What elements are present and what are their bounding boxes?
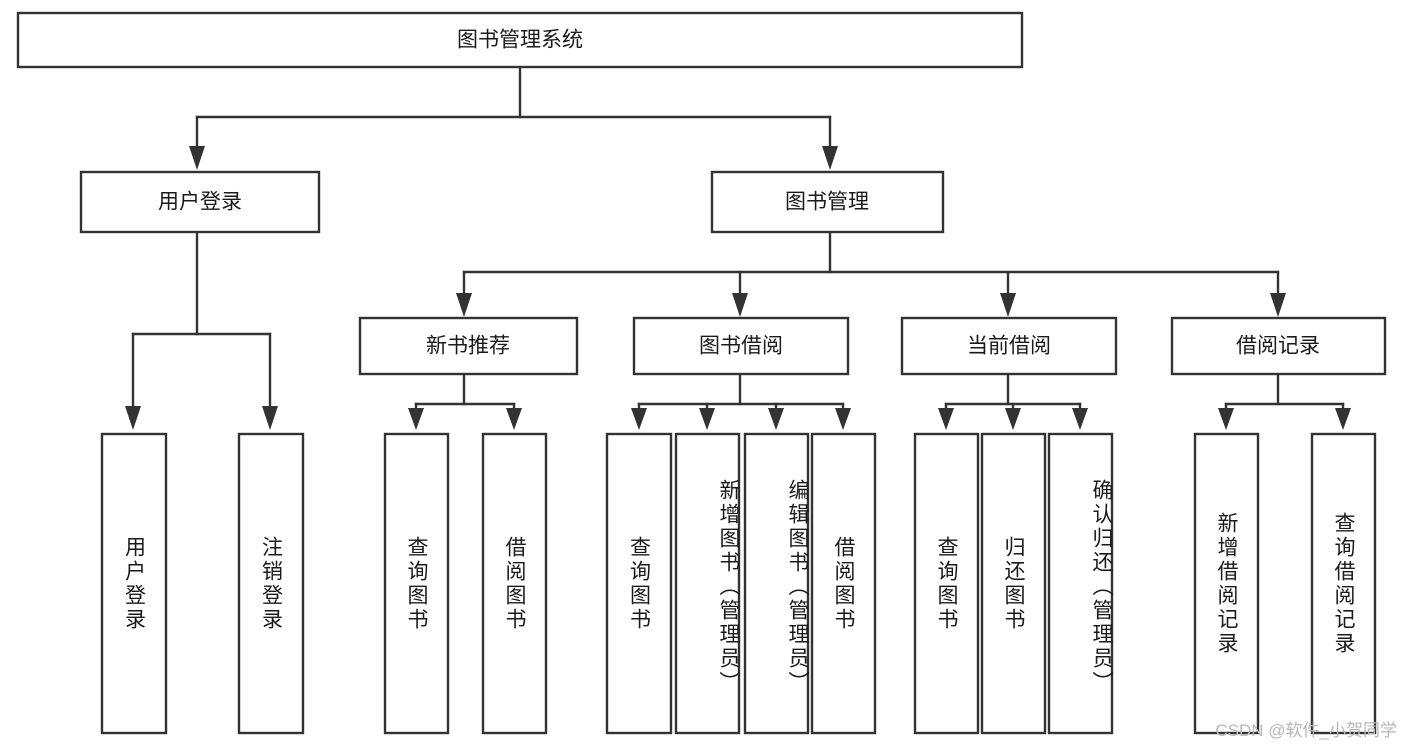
leaf-box-book-borrow-2[interactable] — [674, 432, 741, 735]
node-book-borrow[interactable]: 图书借阅 — [632, 316, 850, 376]
connector-group-book-mgmt — [456, 230, 1286, 317]
node-root[interactable]: 图书管理系统 — [16, 11, 1024, 69]
arrowhead-bb-leaf2 — [699, 408, 715, 430]
node-new-book-recommend-label: 新书推荐 — [426, 335, 510, 358]
leaf-box-book-borrow-1[interactable] — [605, 432, 673, 735]
arrowhead-nb-leaf1 — [408, 408, 424, 430]
arrowhead-ul-leaf1 — [125, 406, 141, 430]
node-borrow-record[interactable]: 借阅记录 — [1170, 316, 1387, 376]
node-book-management-box[interactable] — [710, 170, 945, 234]
leaf-box-new-book-2[interactable] — [481, 432, 548, 735]
node-new-book-recommend-box[interactable] — [358, 316, 579, 376]
arrowhead-br-leaf1 — [1218, 408, 1234, 430]
leaf-box-user-login-1[interactable] — [100, 432, 168, 735]
arrowhead-bb-leaf3 — [768, 408, 784, 430]
leaf-box-new-book-1[interactable] — [383, 432, 450, 735]
leaf-box-current-borrow-2[interactable] — [980, 432, 1047, 735]
leaf-box-borrow-record-2[interactable] — [1310, 432, 1377, 735]
arrowhead-br-leaf2 — [1335, 408, 1351, 430]
node-borrow-record-label: 借阅记录 — [1236, 335, 1320, 358]
arrowhead-new-book — [456, 293, 472, 317]
leaf-box-book-borrow-4[interactable] — [810, 432, 877, 735]
node-borrow-record-box[interactable] — [1170, 316, 1387, 376]
node-user-login[interactable]: 用户登录 — [79, 170, 321, 234]
leaf-box-current-borrow-3[interactable] — [1047, 432, 1114, 735]
leaf-box-user-login-2[interactable] — [237, 432, 305, 735]
arrowhead-book-borrow — [732, 293, 748, 317]
node-new-book-recommend[interactable]: 新书推荐 — [358, 316, 579, 376]
arrowhead-borrow-record — [1270, 293, 1286, 317]
arrowhead-user-login — [189, 146, 205, 170]
connector-group-borrow-record — [1218, 372, 1351, 430]
connector-group-current-borrow — [938, 372, 1088, 430]
arrowhead-cb-leaf3 — [1072, 408, 1088, 430]
node-user-login-label: 用户登录 — [158, 191, 242, 214]
node-root-box[interactable] — [16, 11, 1024, 69]
node-book-management-label: 图书管理 — [785, 191, 869, 214]
arrowhead-bb-leaf4 — [835, 408, 851, 430]
arrowhead-bb-leaf1 — [631, 408, 647, 430]
connector-group-user-login — [125, 230, 278, 430]
arrowhead-ul-leaf2 — [262, 406, 278, 430]
arrowhead-cb-leaf1 — [938, 408, 954, 430]
node-current-borrow-box[interactable] — [900, 316, 1118, 376]
node-book-borrow-label: 图书借阅 — [699, 335, 783, 358]
node-book-management[interactable]: 图书管理 — [710, 170, 945, 234]
node-current-borrow-label: 当前借阅 — [967, 335, 1051, 358]
connector-group-new-book — [408, 372, 522, 430]
arrowhead-book-mgmt — [822, 146, 838, 170]
leaf-box-current-borrow-1[interactable] — [913, 432, 980, 735]
arrowhead-cb-leaf2 — [1005, 408, 1021, 430]
node-current-borrow[interactable]: 当前借阅 — [900, 316, 1118, 376]
node-root-label: 图书管理系统 — [457, 29, 583, 52]
connector-group-root — [189, 65, 838, 170]
arrowhead-current-borrow — [1000, 293, 1016, 317]
connector-group-book-borrow — [631, 372, 851, 430]
leaf-box-book-borrow-3[interactable] — [743, 432, 810, 735]
csdn-watermark: CSDN @软件_小贺同学 — [1215, 721, 1397, 740]
arrowhead-nb-leaf2 — [506, 408, 522, 430]
leaf-box-borrow-record-1[interactable] — [1193, 432, 1260, 735]
node-user-login-box[interactable] — [79, 170, 321, 234]
node-book-borrow-box[interactable] — [632, 316, 850, 376]
